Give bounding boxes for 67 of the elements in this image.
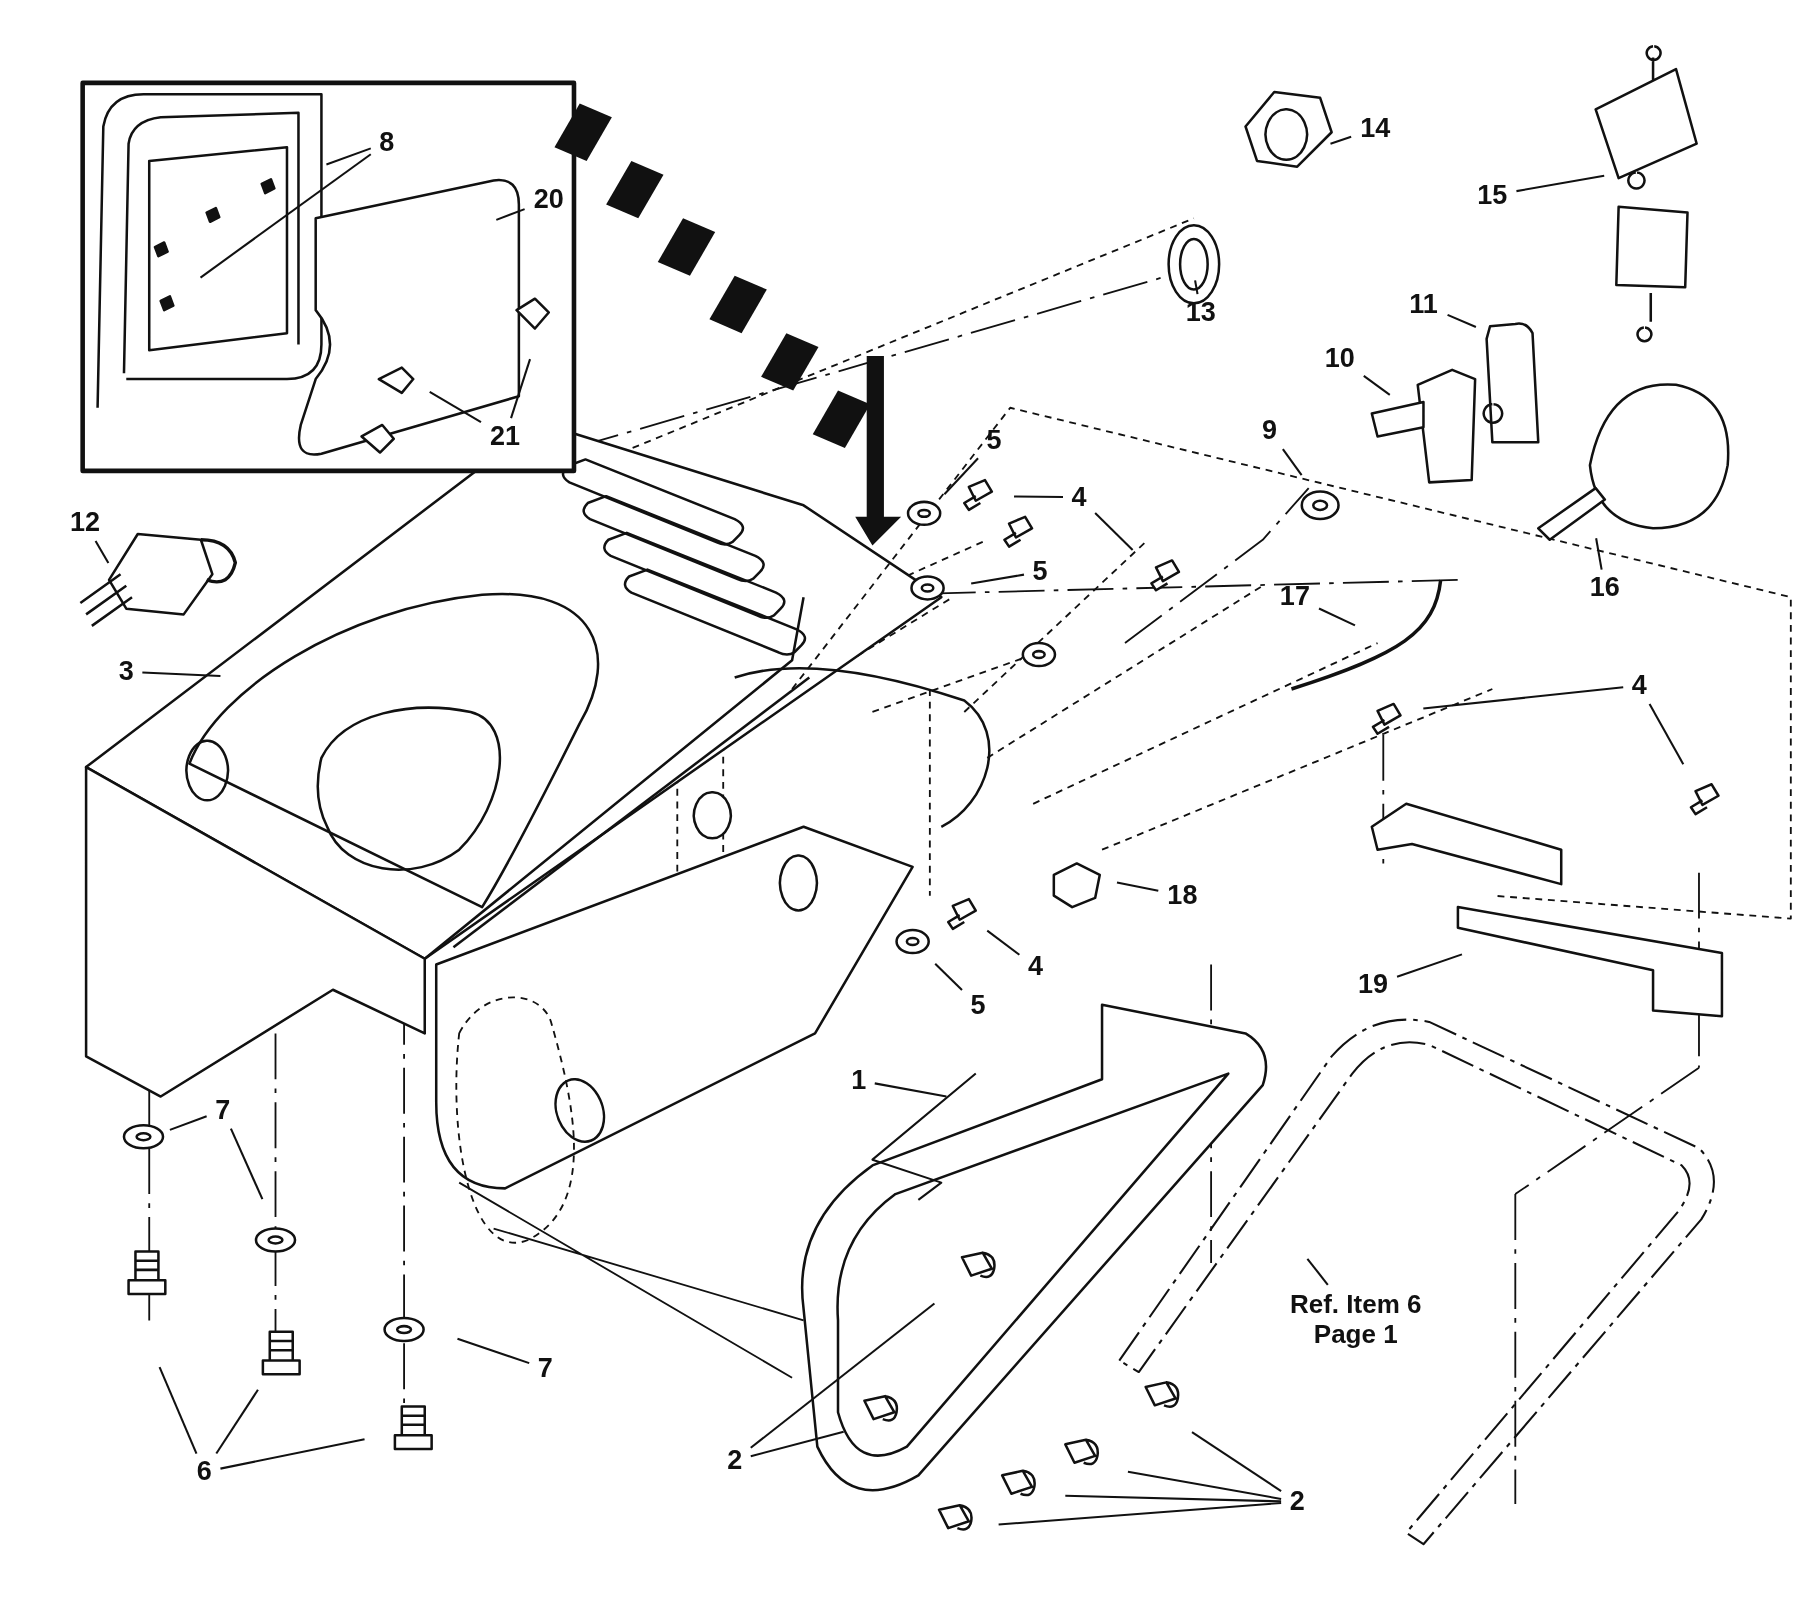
callout-number: 14 — [1353, 112, 1398, 145]
leader-line — [220, 1438, 365, 1470]
leader-line — [1194, 280, 1199, 295]
leader-line — [986, 929, 1020, 956]
leader-line — [1423, 686, 1624, 710]
leader-line — [1116, 881, 1159, 892]
leader-line — [158, 1366, 198, 1454]
leader-line — [1516, 174, 1605, 193]
callout-number: 9 — [1255, 414, 1284, 447]
leader-line — [1595, 538, 1603, 570]
leader-line — [971, 573, 1025, 585]
leader-line — [142, 671, 221, 678]
callout-number: 15 — [1470, 179, 1515, 212]
leader-line — [1306, 1258, 1329, 1286]
callout-number: 2 — [1283, 1485, 1311, 1518]
callout-number: 1 — [844, 1064, 873, 1097]
leader-line — [1127, 1470, 1282, 1500]
callout-number: 20 — [526, 183, 571, 216]
callout-number: 7 — [531, 1352, 560, 1385]
leader-line — [94, 540, 110, 564]
leader-line — [326, 147, 372, 166]
callout-number: 10 — [1317, 342, 1362, 375]
callout-number: 5 — [980, 424, 1008, 457]
leader-line — [998, 1501, 1282, 1526]
leader-line — [429, 391, 482, 424]
callout-number: 12 — [63, 506, 107, 539]
leader-line — [495, 208, 525, 221]
leader-line — [750, 1430, 844, 1458]
callout-number: 16 — [1583, 571, 1627, 604]
leader-line — [1191, 1431, 1282, 1492]
callout-number: 21 — [483, 420, 527, 453]
leader-line — [1648, 703, 1685, 765]
callout-number: 17 — [1273, 580, 1317, 613]
callout-number: 4 — [1065, 481, 1093, 514]
leader-line — [1447, 313, 1477, 328]
leader-line — [1330, 135, 1352, 145]
leader-line — [1094, 512, 1134, 551]
callout-number: 6 — [190, 1455, 219, 1488]
leader-line — [1282, 448, 1303, 476]
leader-line — [457, 1337, 530, 1365]
callout-number: 5 — [1026, 555, 1054, 588]
leader-line — [199, 153, 372, 279]
callout-number: 3 — [112, 655, 141, 688]
callout-number: 13 — [1178, 296, 1223, 329]
leader-line — [1363, 375, 1391, 396]
callout-number: 2 — [720, 1444, 749, 1477]
leader-line — [169, 1115, 207, 1131]
reference-note: Ref. Item 6 Page 1 — [1281, 1286, 1431, 1354]
callout-number: 4 — [1021, 950, 1050, 983]
callout-number: 4 — [1625, 669, 1654, 702]
leader-line — [215, 1389, 259, 1455]
leader-line — [229, 1128, 264, 1200]
leader-line — [934, 963, 963, 991]
callout-number: 7 — [208, 1094, 237, 1127]
leader-line — [874, 1082, 947, 1098]
callout-number: 8 — [373, 126, 401, 159]
leader-line — [1014, 495, 1064, 499]
leader-line — [1318, 607, 1356, 627]
callout-number: 5 — [964, 989, 992, 1022]
callout-number: 11 — [1401, 288, 1446, 321]
leader-line — [943, 457, 979, 495]
callout-number: 19 — [1351, 968, 1395, 1001]
callout-number: 18 — [1160, 879, 1205, 912]
leader-line — [1396, 953, 1463, 978]
leader-line — [510, 358, 532, 419]
leader-line — [1065, 1494, 1282, 1503]
leader-line — [750, 1302, 936, 1449]
